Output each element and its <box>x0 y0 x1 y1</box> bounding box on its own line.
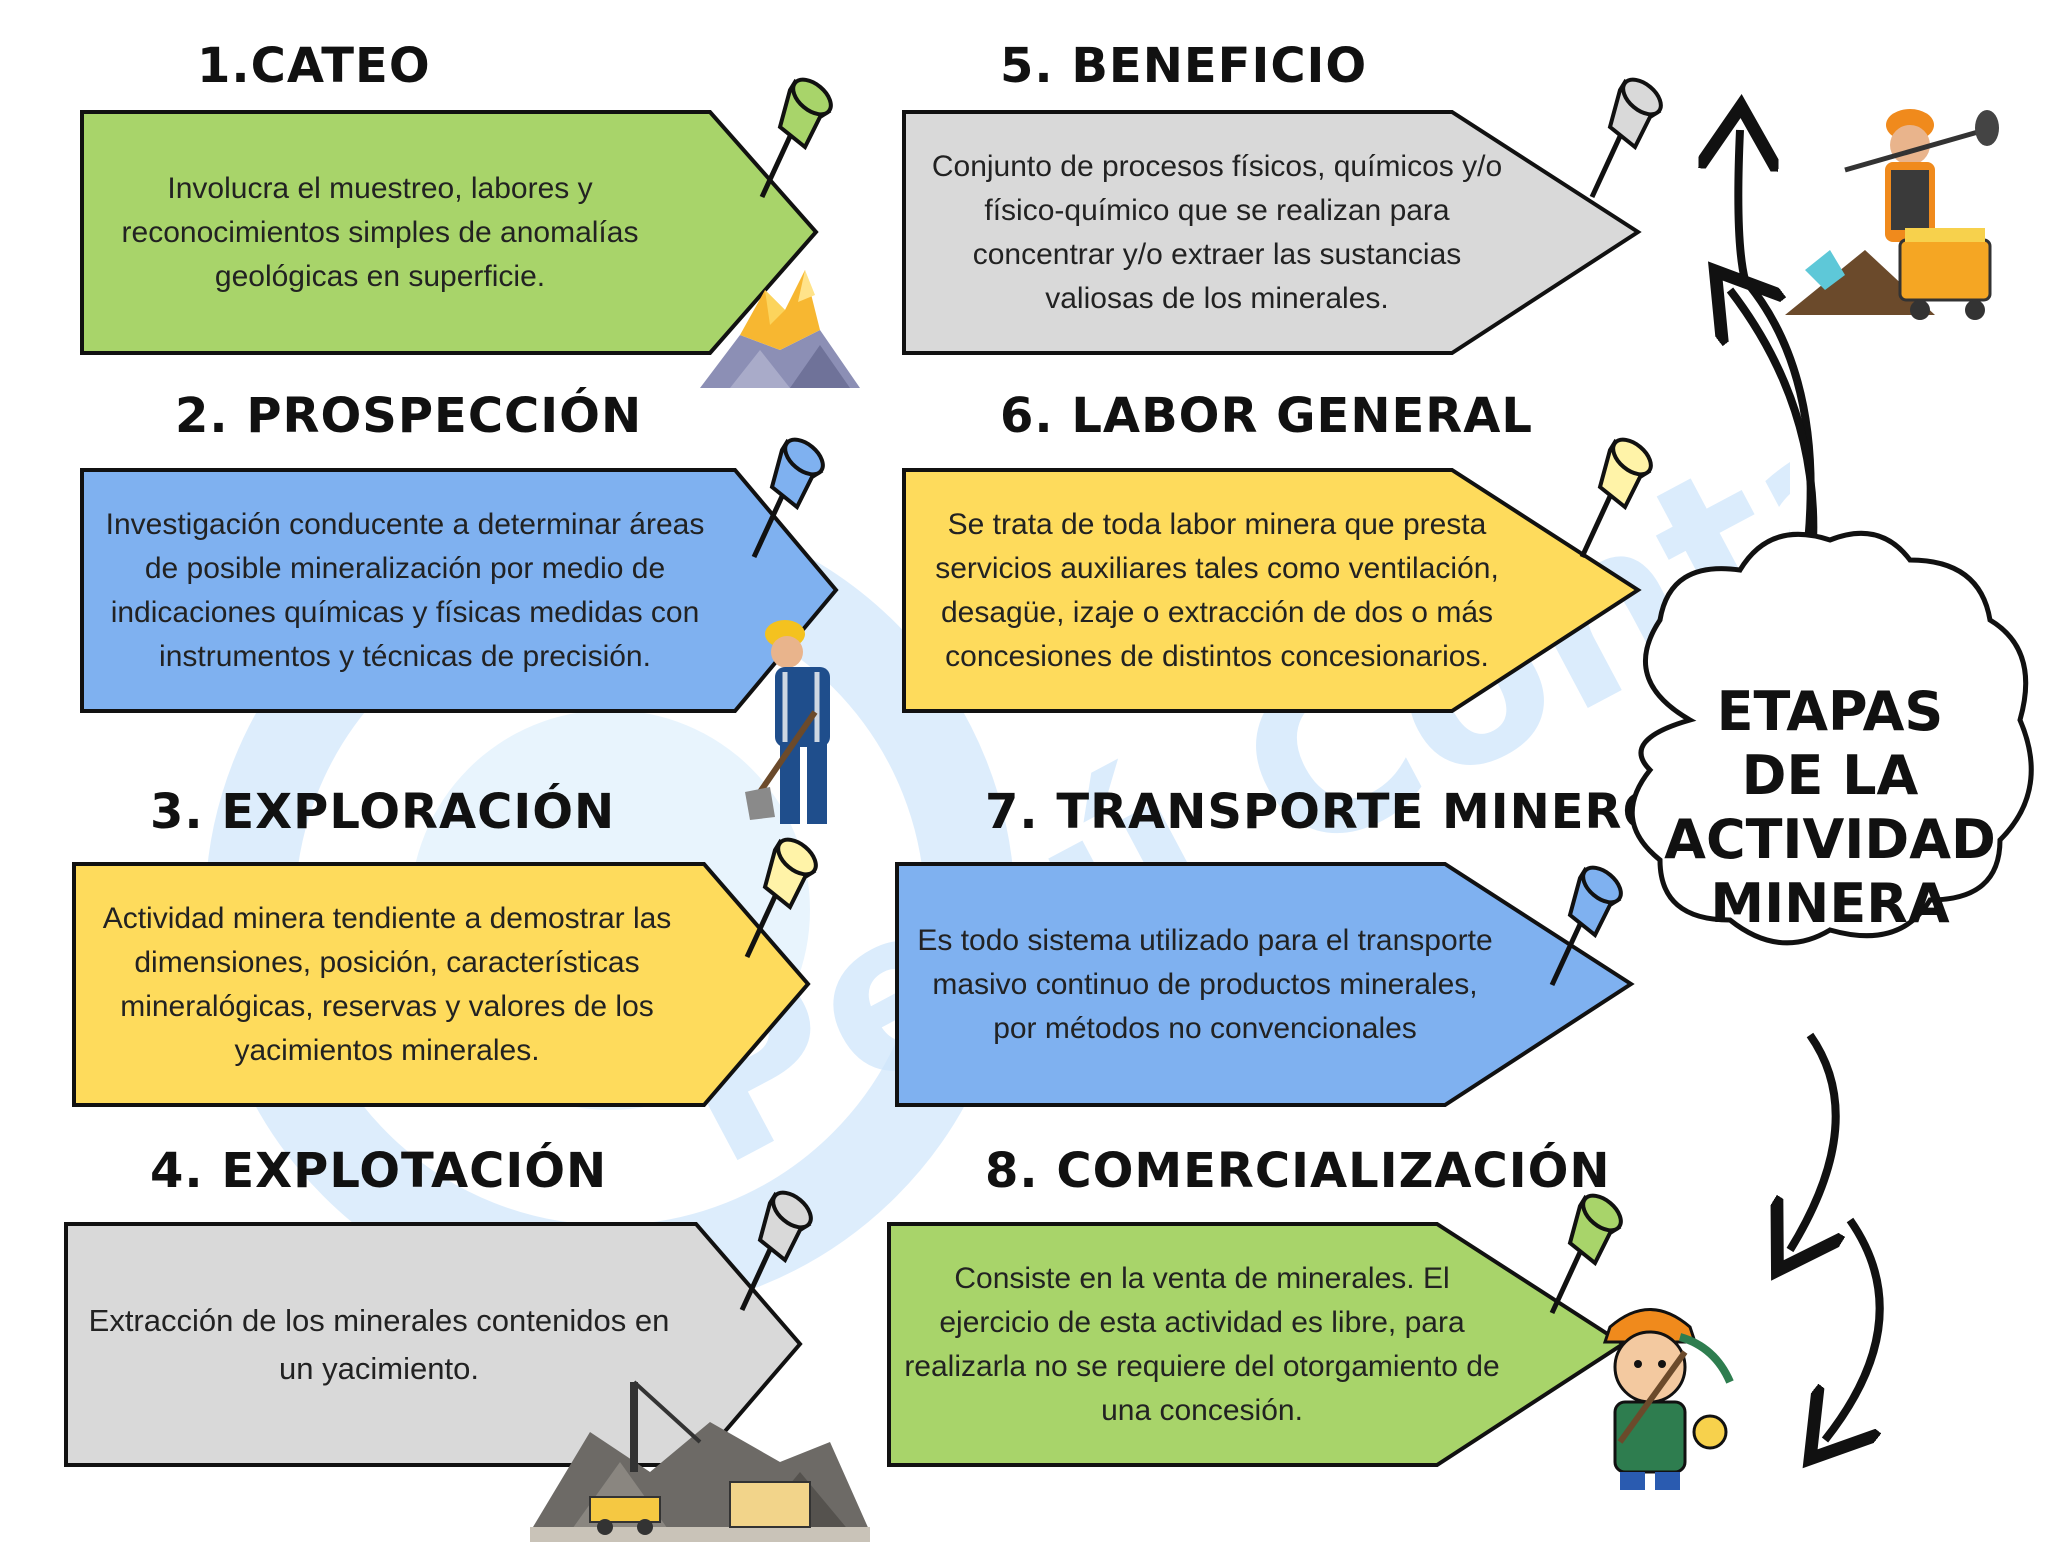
miner-cart-icon <box>1785 109 1999 320</box>
stage-1-card: Involucra el muestreo, labores y reconoc… <box>80 110 820 355</box>
stage-8-description: Consiste en la venta de minerales. El ej… <box>904 1261 1500 1427</box>
miner-shovel-icon <box>745 620 830 824</box>
stage-5-card: Conjunto de procesos físicos, químicos y… <box>902 110 1642 355</box>
pushpin-yellow-icon <box>1579 437 1653 559</box>
pushpin-blue-icon <box>1549 865 1623 987</box>
cloud-title-line-4: MINERA <box>1710 872 1950 935</box>
stage-2-description: Investigación conducente a determinar ár… <box>105 507 705 673</box>
stage-2-title: 2. PROSPECCIÓN <box>175 388 643 444</box>
stage-6-description: Se trata de toda labor minera que presta… <box>935 507 1499 673</box>
stage-8-title: 8. COMERCIALIZACIÓN <box>985 1143 1611 1199</box>
pushpin-yellow-icon <box>744 837 818 959</box>
stage-4-box <box>64 1222 803 1467</box>
miner-child-icon <box>1602 1308 1734 1490</box>
stage-5-box <box>902 110 1642 355</box>
stage-7-title: 7. TRANSPORTE MINERO <box>985 784 1665 840</box>
arrow-down-upper <box>1790 1032 1836 1250</box>
stage-3-box <box>72 862 811 1107</box>
stage-2-card: Investigación conducente a determinar ár… <box>80 468 840 713</box>
stage-7-description: Es todo sistema utilizado para el transp… <box>917 923 1493 1045</box>
stage-4-title: 4. EXPLOTACIÓN <box>150 1143 608 1199</box>
gold-ore-icon <box>700 270 860 388</box>
pushpin-gray-icon <box>739 1190 813 1312</box>
pushpin-green-icon <box>759 77 833 199</box>
stage-6-title: 6. LABOR GENERAL <box>1000 388 1533 444</box>
stage-3-card: Actividad minera tendiente a demostrar l… <box>72 862 812 1107</box>
cloud-title-line-2: DE LA <box>1741 744 1919 807</box>
arrow-up-outer <box>1738 130 1815 571</box>
stage-1-box <box>80 110 819 355</box>
stage-7-card: Es todo sistema utilizado para el transp… <box>895 862 1635 1107</box>
cloud-title-line-1: ETAPAS <box>1716 680 1944 743</box>
stage-3-description: Actividad minera tendiente a demostrar l… <box>102 901 672 1067</box>
stage-6-box <box>902 468 1642 713</box>
pushpin-blue-icon <box>751 437 825 559</box>
mine-site-icon <box>530 1380 870 1542</box>
stage-3-title: 3. EXPLORACIÓN <box>150 784 616 840</box>
stage-6-card: Se trata de toda labor minera que presta… <box>902 468 1642 713</box>
stage-5-title: 5. BENEFICIO <box>1000 38 1368 94</box>
stage-8-box <box>887 1222 1627 1467</box>
stage-7-box <box>895 862 1635 1107</box>
stage-1-title: 1.CATEO <box>197 38 431 94</box>
stage-5-description: Conjunto de procesos físicos, químicos y… <box>931 149 1503 315</box>
cloud-shape <box>1629 530 2034 946</box>
pushpin-green-icon <box>1549 1193 1623 1315</box>
stage-8-card: Consiste en la venta de minerales. El ej… <box>887 1222 1627 1467</box>
arrow-down-lower <box>1825 1217 1884 1440</box>
cloud-title: ETAPAS DE LA ACTIVIDAD MINERA <box>1630 680 2030 936</box>
stage-1-description: Involucra el muestreo, labores y reconoc… <box>121 171 639 293</box>
pushpin-gray-icon <box>1589 77 1663 199</box>
cloud-title-line-3: ACTIVIDAD <box>1664 808 1996 871</box>
stage-4-description: Extracción de los minerales contenidos e… <box>88 1302 670 1386</box>
stage-4-card: Extracción de los minerales contenidos e… <box>64 1222 804 1467</box>
